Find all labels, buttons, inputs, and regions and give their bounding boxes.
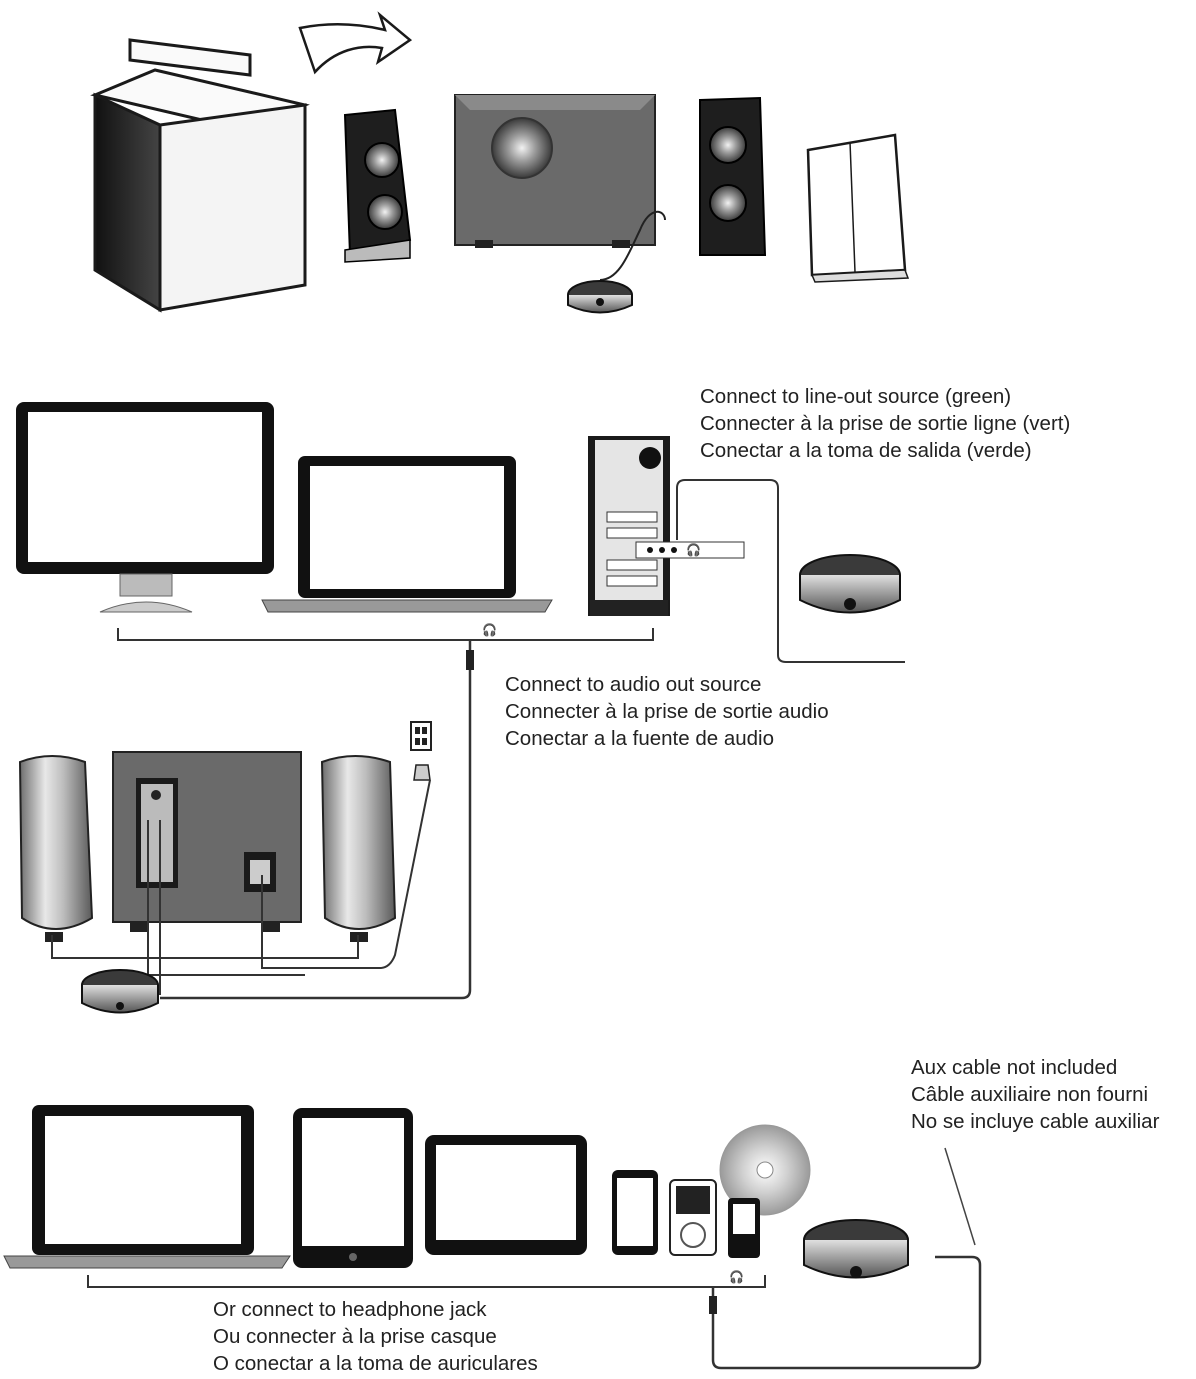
control-pod-computer [799,554,901,614]
unbox-arrow-icon [298,11,413,75]
computer-section: 🎧 🎧 [16,402,905,1000]
box-illustration [90,38,310,313]
unboxing-section [90,11,910,314]
power-outlet-icon [410,721,432,781]
audio-out-caption: Connect to audio out source Connecter à … [505,671,829,752]
smartphone [612,1170,658,1255]
device-bracket [117,628,654,641]
aux-cable-caption-fr: Câble auxiliaire non fourni [911,1083,1149,1106]
right-satellite-speaker [699,96,767,256]
headphone-jack-caption: Or connect to headphone jack Ou connecte… [213,1296,538,1377]
manual-booklet [806,133,910,283]
subwoofer-illustration [454,94,666,281]
aux-cable-caption-en: Aux cable not included [911,1056,1118,1079]
audio-out-caption-es: Conectar a la fuente de audio [505,727,774,750]
headphone-icon: 🎧 [686,543,701,557]
aux-cable [711,1255,982,1370]
laptop-2 [3,1105,291,1269]
line-out-caption: Connect to line-out source (green) Conne… [700,383,1070,464]
tablet-landscape [425,1135,587,1255]
headphone-jack-caption-en: Or connect to headphone jack [213,1298,487,1321]
right-satellite-back [320,755,397,942]
aux-cable-caption-es: No se incluye cable auxiliar [911,1110,1160,1133]
line-out-caption-es: Conectar a la toma de salida (verde) [700,439,1032,462]
left-satellite-back [18,755,94,942]
audio-out-caption-fr: Connecter à la prise de sortie audio [505,700,829,723]
control-pod-speakers [81,969,159,1014]
subwoofer-back [112,751,302,932]
aux-cable-caption: Aux cable not included Câble auxiliaire … [911,1054,1159,1135]
device-bracket-2 [87,1275,766,1288]
line-out-caption-fr: Connecter à la prise de sortie ligne (ve… [700,412,1071,435]
line-out-caption-en: Connect to line-out source (green) [700,385,1012,408]
tablet-portrait [293,1108,413,1268]
pc-tower [588,436,745,616]
headphone-jack-caption-es: O conectar a la toma de auriculares [213,1352,538,1375]
laptop [261,456,553,613]
audio-out-cable [160,640,472,1000]
line-out-cable [676,479,905,663]
desktop-monitor [16,402,274,613]
media-player [669,1179,717,1256]
headphone-jack-caption-fr: Ou connecter à la prise casque [213,1325,497,1348]
left-satellite-speaker [343,108,412,263]
devices-section: 🎧 [3,1105,982,1370]
speaker-system-section [18,721,432,1014]
headphone-icon: 🎧 [482,623,497,637]
headphone-icon: 🎧 [729,1270,744,1284]
audio-out-caption-en: Connect to audio out source [505,673,762,696]
control-pod-devices [803,1219,909,1279]
mp3-player [728,1198,760,1258]
aux-pointer-line [944,1147,976,1246]
control-pod-top [567,280,633,314]
